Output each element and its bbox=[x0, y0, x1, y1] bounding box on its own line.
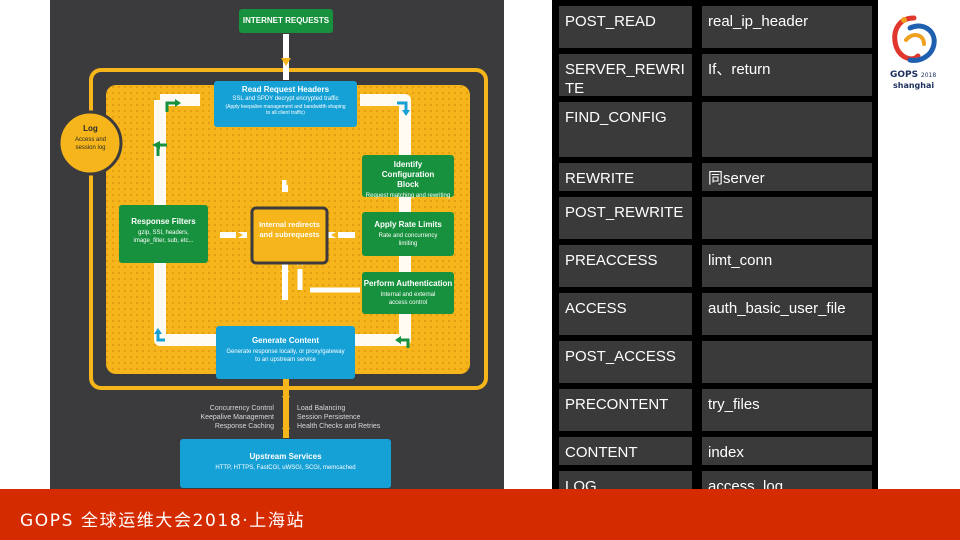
upstream-services-node: Upstream Services HTTP, HTTPS, FastCGI, … bbox=[180, 439, 391, 488]
identify-config-node: Identify Configuration Block Request mat… bbox=[362, 155, 454, 199]
authentication-node: Perform Authentication Internal and exte… bbox=[362, 272, 454, 314]
phase-cell: POST_READ bbox=[559, 6, 692, 48]
nginx-processing-diagram: INTERNET REQUESTS Read Request Headers S… bbox=[50, 0, 504, 497]
logo-city: shanghai bbox=[893, 81, 935, 90]
upstream-title: Upstream Services bbox=[249, 452, 322, 461]
upstream-sub: HTTP, HTTPS, FastCGI, uWSGI, SCGI, memca… bbox=[215, 465, 356, 471]
module-cell: index bbox=[702, 437, 872, 465]
phase-cell: FIND_CONFIG bbox=[559, 102, 692, 157]
log-title: Log bbox=[83, 124, 98, 133]
read-headers-node: Read Request Headers SSL and SPDY decryp… bbox=[214, 81, 357, 127]
generate-content-node: Generate Content Generate response local… bbox=[216, 326, 355, 379]
module-cell: limt_conn bbox=[702, 245, 872, 287]
internal-redirects-box bbox=[250, 206, 329, 265]
internet-requests-node: INTERNET REQUESTS bbox=[239, 9, 333, 33]
top-connector bbox=[283, 34, 289, 80]
note-concurrency: Concurrency Control bbox=[209, 405, 274, 412]
footer-title: GOPS 全球运维大会2018·上海站 bbox=[20, 511, 306, 531]
log-node: Log Access and session log bbox=[63, 124, 118, 164]
generate-content-title: Generate Content bbox=[251, 336, 320, 345]
rate-limits-node: Apply Rate Limits Rate and concurrency l… bbox=[362, 212, 454, 256]
log-circle bbox=[57, 110, 123, 176]
rate-limits-title: Apply Rate Limits bbox=[374, 220, 442, 229]
note-health: Health Checks and Retries bbox=[297, 423, 381, 430]
module-cell: real_ip_header bbox=[702, 6, 872, 48]
response-filters-node: Response Filters gzip, SSI, headers, ima… bbox=[119, 205, 208, 263]
module-cell bbox=[702, 197, 872, 239]
module-cell: 同server bbox=[702, 163, 872, 191]
bottom-connector bbox=[283, 378, 289, 438]
phase-cell: CONTENT bbox=[559, 437, 692, 465]
module-cell: auth_basic_user_file bbox=[702, 293, 872, 335]
response-filters-title: Response Filters bbox=[131, 217, 196, 226]
blue-arrow-1 bbox=[397, 101, 408, 112]
notes-right: Load Balancing Session Persistence Healt… bbox=[297, 404, 397, 431]
phase-cell: PRECONTENT bbox=[559, 389, 692, 431]
internal-redirects-node: Internal redirects and subrequests bbox=[254, 220, 325, 254]
phase-cell: ACCESS bbox=[559, 293, 692, 335]
internal-redirects-title: Internal redirects and subrequests bbox=[259, 220, 320, 239]
phase-cell: REWRITE bbox=[559, 163, 692, 191]
notes-left: Concurrency Control Keepalive Management… bbox=[190, 404, 274, 431]
log-sub: Access and session log bbox=[74, 137, 107, 151]
response-filters-sub: gzip, SSI, headers, image_filter, sub, e… bbox=[133, 230, 194, 244]
phase-cell: PREACCESS bbox=[559, 245, 692, 287]
internet-requests-label: INTERNET REQUESTS bbox=[242, 16, 330, 25]
module-cell bbox=[702, 341, 872, 383]
arrow-left-center bbox=[331, 231, 338, 239]
arrow-down-top bbox=[281, 58, 291, 66]
gops-logo-icon bbox=[892, 15, 937, 63]
authentication-sub: Internal and external access control bbox=[380, 292, 436, 306]
note-load-balancing: Load Balancing bbox=[297, 405, 346, 412]
read-headers-title: Read Request Headers bbox=[241, 85, 330, 94]
authentication-title: Perform Authentication bbox=[363, 279, 453, 288]
module-cell: If、return bbox=[702, 54, 872, 96]
phase-cell: POST_REWRITE bbox=[559, 197, 692, 239]
logo-brand: GOPS 2018 bbox=[890, 70, 936, 80]
logo-brand-text: GOPS bbox=[890, 70, 919, 80]
note-session: Session Persistence bbox=[297, 414, 361, 421]
identify-config-sub: Request matching and rewriting bbox=[365, 193, 451, 199]
identify-config-title: Identify Configuration Block bbox=[381, 160, 435, 189]
note-caching: Response Caching bbox=[214, 423, 274, 430]
phase-cell: SERVER_REWRITE bbox=[559, 54, 692, 97]
logo-year: 2018 bbox=[920, 72, 937, 79]
arrow-right-center bbox=[236, 231, 243, 239]
footer-bar bbox=[0, 489, 960, 540]
read-headers-note: (Apply keepalive management and bandwidt… bbox=[225, 104, 346, 116]
module-cell: try_files bbox=[702, 389, 872, 431]
phase-table: POST_READ real_ip_header SERVER_REWRITE … bbox=[552, 0, 878, 506]
read-headers-sub: SSL and SPDY decrypt encrypted traffic bbox=[232, 96, 339, 102]
phase-cell: POST_ACCESS bbox=[559, 341, 692, 383]
rate-limits-sub: Rate and concurrency limiting bbox=[378, 233, 438, 247]
note-keepalive: Keepalive Management bbox=[200, 414, 274, 421]
generate-content-sub: Generate response locally, or proxy/gate… bbox=[226, 349, 345, 363]
module-cell bbox=[702, 102, 872, 157]
